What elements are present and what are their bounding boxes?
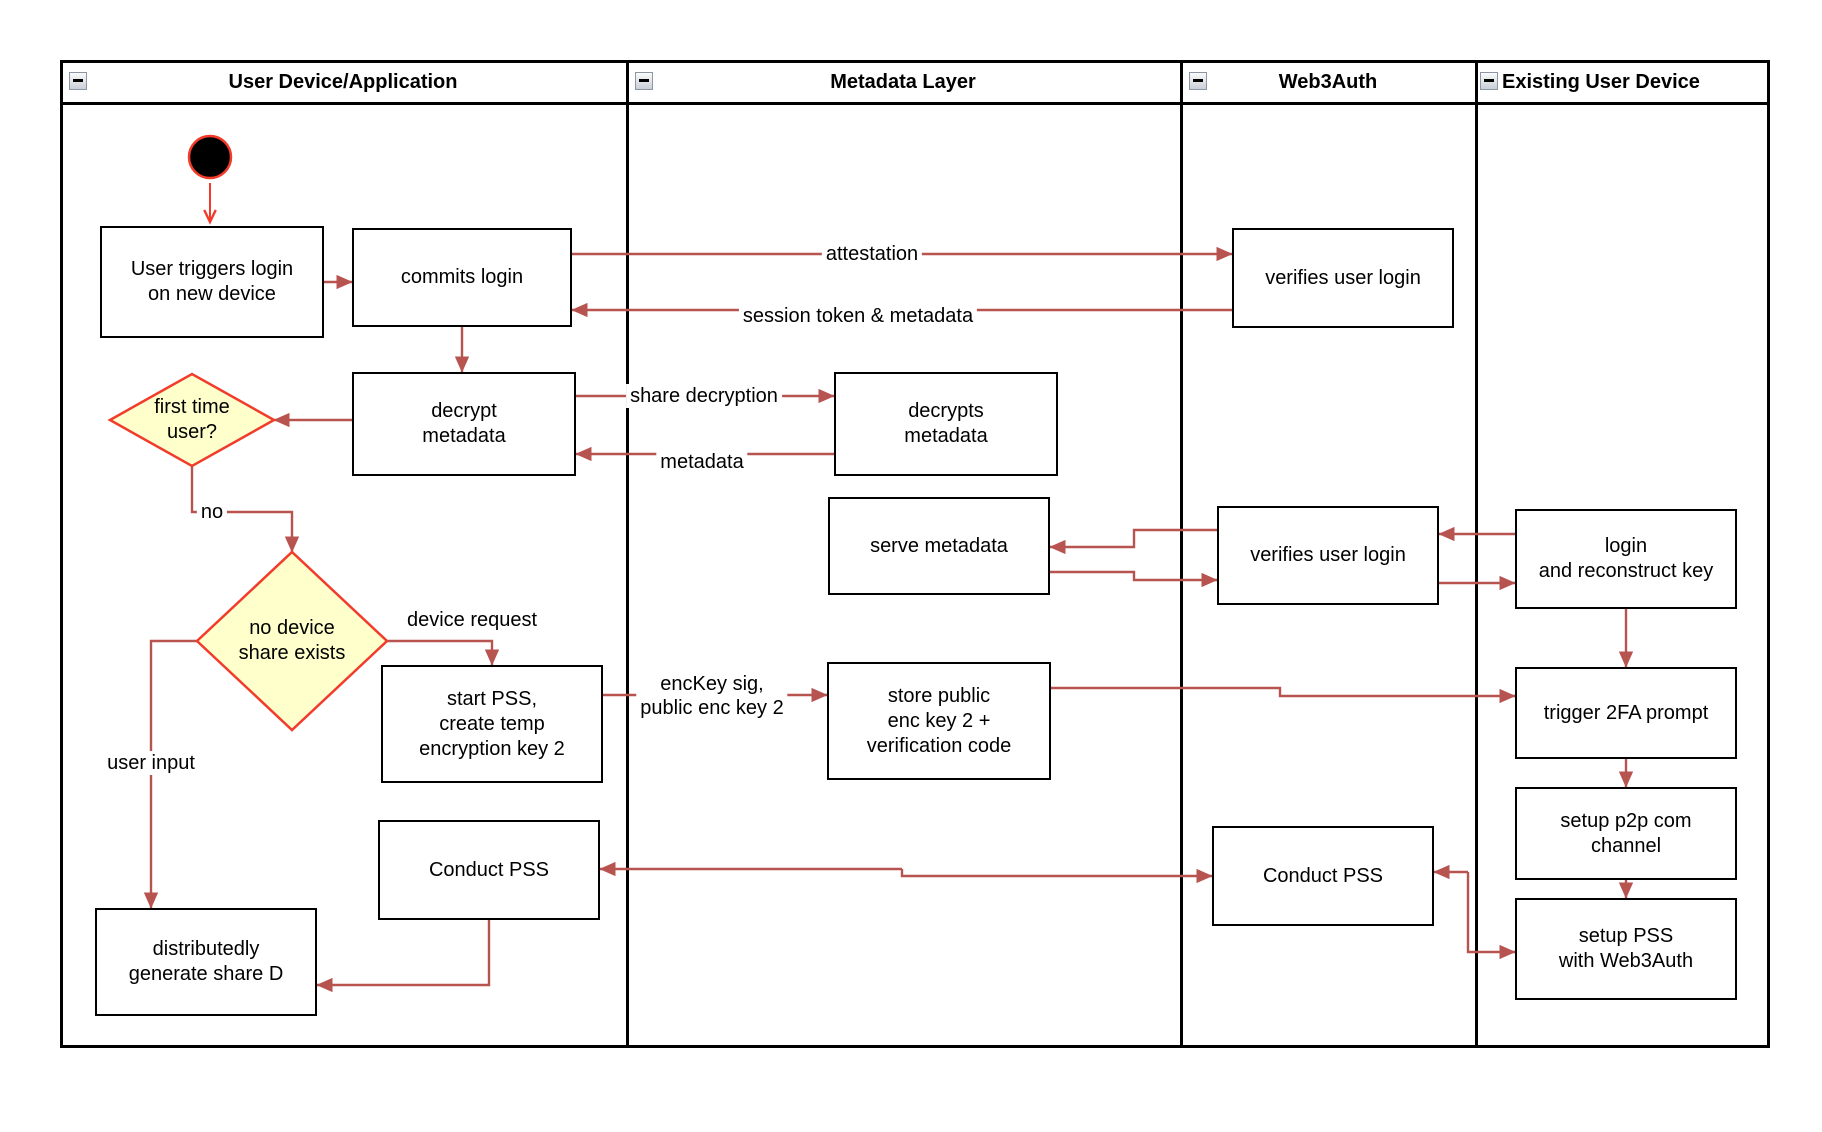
label-user-input: user input (103, 751, 199, 775)
node-conduct-pss-user-device: Conduct PSS (378, 820, 600, 920)
node-setup-p2p-com-channel: setup p2p com channel (1515, 787, 1737, 880)
lane-header-metadata-layer: Metadata Layer (629, 63, 1177, 102)
edge-no (190, 466, 300, 553)
collapse-icon[interactable] (1189, 72, 1207, 90)
decision-label-no-device-share: no device share exists (238, 617, 346, 664)
decision-no-device-share-exists (195, 550, 389, 732)
edge-device-request (387, 639, 500, 666)
collapse-icon[interactable] (635, 72, 653, 90)
edge-conduct-to-distributedly (316, 920, 491, 993)
edge-user-input (143, 639, 197, 909)
label-attestation: attestation (821, 242, 923, 266)
node-conduct-pss-web3auth: Conduct PSS (1212, 826, 1434, 926)
lane-header-web3auth: Web3Auth (1183, 63, 1473, 102)
node-commits-login: commits login (352, 228, 572, 327)
node-trigger-2fa-prompt: trigger 2FA prompt (1515, 667, 1737, 759)
label-share-decryption: share decryption (626, 384, 782, 408)
lane-header-user-device: User Device/Application (63, 63, 623, 102)
node-decrypts-metadata: decrypts metadata (834, 372, 1058, 476)
node-setup-pss-with-web3auth: setup PSS with Web3Auth (1515, 898, 1737, 1000)
node-serve-metadata: serve metadata (828, 497, 1050, 595)
node-store-public-enc-key: store public enc key 2 + verification co… (827, 662, 1051, 780)
node-verifies-user-login-2: verifies user login (1217, 506, 1439, 605)
node-login-and-reconstruct-key: login and reconstruct key (1515, 509, 1737, 609)
edge-verifies-to-serve (1049, 528, 1217, 555)
lane-title: Metadata Layer (830, 71, 976, 93)
label-enckey: encKey sig, public enc key 2 (636, 672, 788, 720)
label-session-token: session token & metadata (738, 304, 978, 328)
node-start-pss: start PSS, create temp encryption key 2 (381, 665, 603, 783)
edge-store-to-trigger-2fa (1051, 686, 1516, 704)
label-metadata: metadata (656, 450, 748, 474)
node-distributedly-generate-share-d: distributedly generate share D (95, 908, 317, 1016)
lane-header-existing-user-device: Existing User Device (1478, 63, 1767, 102)
lane-divider-1 (626, 63, 629, 1045)
swimlane-pool (60, 60, 1770, 1048)
label-no: no (196, 500, 228, 524)
decision-first-time-user (107, 372, 277, 468)
collapse-icon[interactable] (1480, 72, 1498, 90)
edge-conduct-to-setup-pss (1466, 872, 1516, 960)
edge-conduct-pss-right (900, 868, 1213, 884)
decision-label-first-time-user: first time user? (154, 396, 230, 443)
lane-title: User Device/Application (228, 71, 458, 93)
node-verifies-user-login-1: verifies user login (1232, 228, 1454, 328)
label-device-request: device request (402, 608, 542, 632)
lane-divider-3 (1475, 63, 1478, 1045)
lane-title: Existing User Device (1502, 71, 1700, 93)
lane-divider-2 (1180, 63, 1183, 1045)
edge-serve-to-verifies (1050, 570, 1218, 588)
header-divider (63, 102, 1767, 105)
start-node (187, 134, 233, 180)
lane-title: Web3Auth (1278, 71, 1378, 93)
node-user-triggers-login: User triggers login on new device (100, 226, 324, 338)
node-decrypt-metadata: decrypt metadata (352, 372, 576, 476)
collapse-icon[interactable] (69, 72, 87, 90)
